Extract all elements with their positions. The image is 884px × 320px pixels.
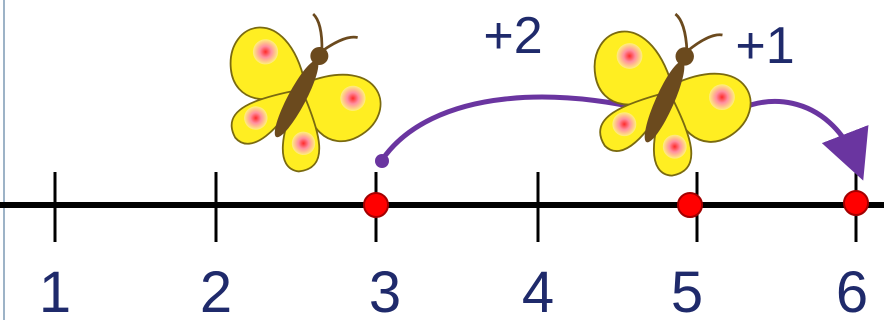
point-3 xyxy=(363,192,389,218)
tick-label-4: 4 xyxy=(522,260,554,320)
butterfly-icon xyxy=(194,0,408,195)
tick-4: 4 xyxy=(522,172,554,320)
jump-label-plus-2: +2 xyxy=(483,7,542,65)
tick-label-2: 2 xyxy=(200,260,232,320)
jump-start-dot xyxy=(375,154,389,168)
tick-label-3: 3 xyxy=(369,260,401,320)
tick-1: 1 xyxy=(39,172,71,320)
tick-label-6: 6 xyxy=(836,260,868,320)
tick-label-1: 1 xyxy=(39,260,71,320)
tick-label-5: 5 xyxy=(671,260,703,320)
tick-5: 5 xyxy=(671,172,703,320)
point-5 xyxy=(677,192,703,218)
tick-2: 2 xyxy=(200,172,232,320)
point-6 xyxy=(843,190,869,216)
jump-label-plus-1: +1 xyxy=(735,17,794,75)
